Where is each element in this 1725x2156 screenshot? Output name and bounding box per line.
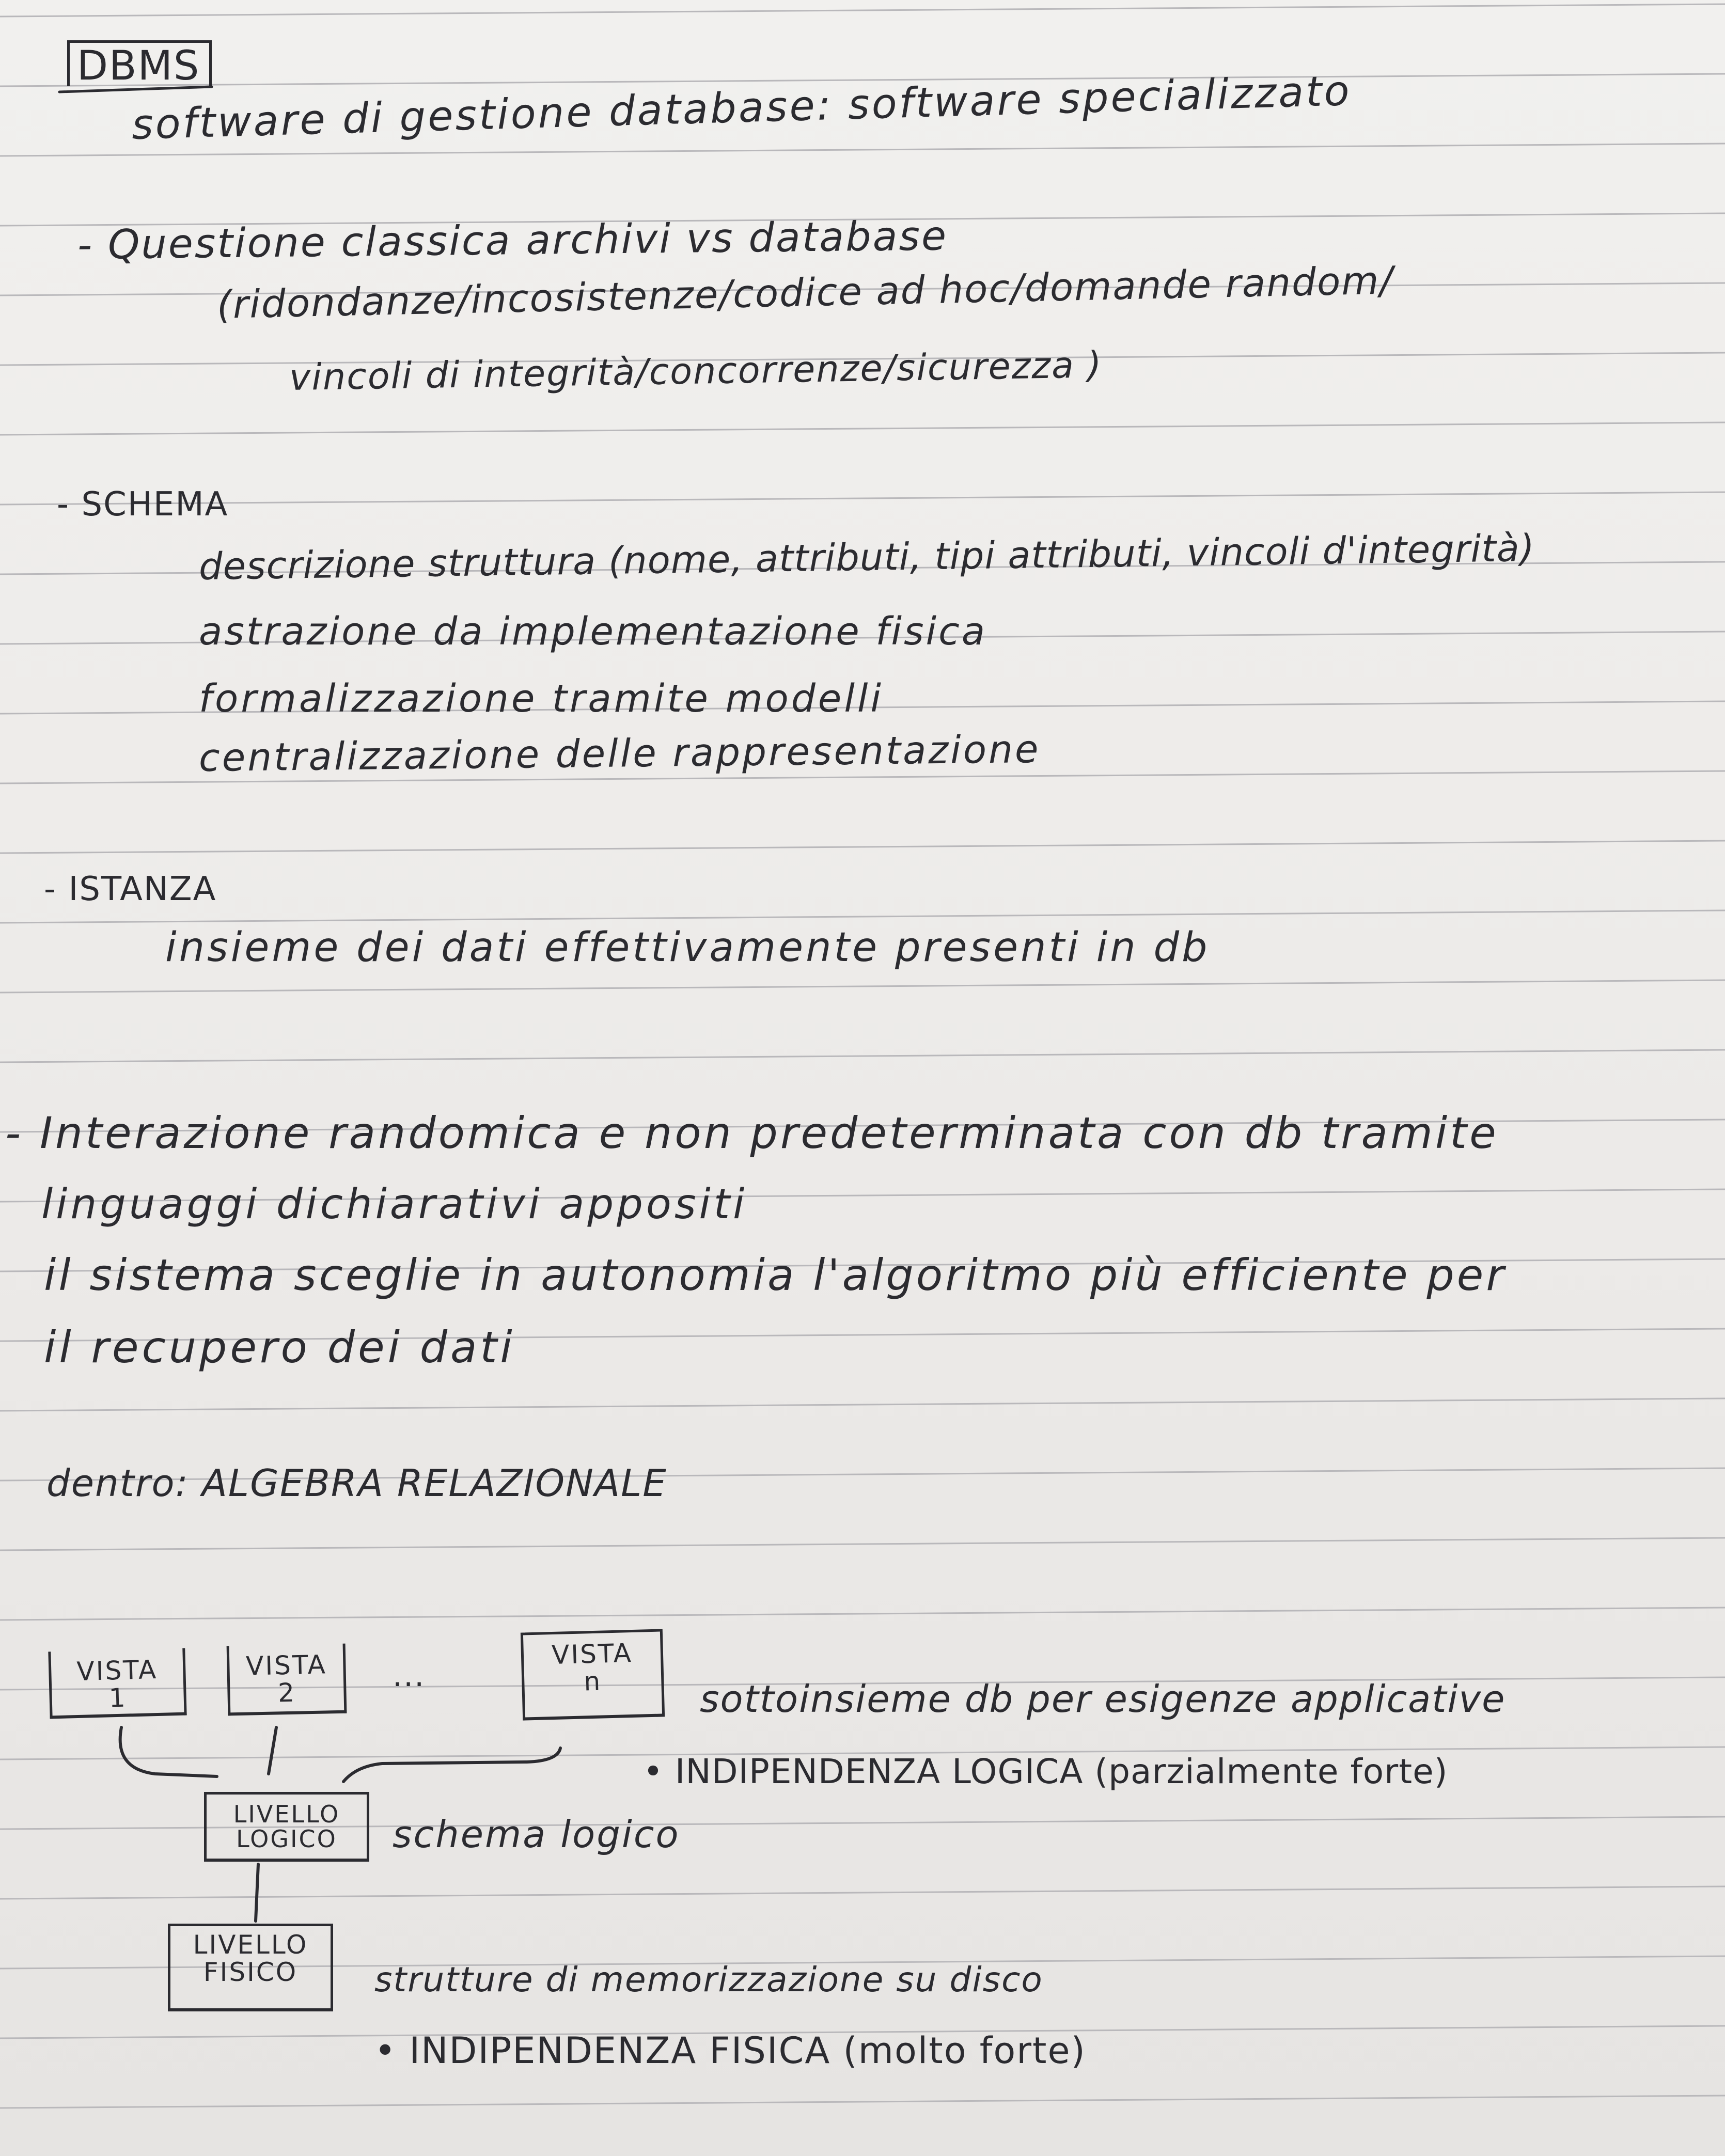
logical-level-box: LIVELLO LOGICO (204, 1792, 369, 1862)
ruled-line (0, 1049, 1725, 1063)
views-ellipsis: ... (393, 1658, 426, 1694)
ruled-line (0, 1537, 1725, 1551)
interazione-line-2: linguaggi dichiarativi appositi (41, 1180, 748, 1228)
views-description: sottoinsieme db per esigenze applicative (700, 1677, 1506, 1721)
ruled-line (0, 73, 1725, 87)
interazione-line-4: il recupero dei dati (44, 1322, 515, 1373)
view-n-box: VISTA n (520, 1629, 665, 1721)
ruled-line (0, 421, 1725, 436)
logical-level-description: schema logico (393, 1813, 680, 1856)
page-title: DBMS (67, 40, 212, 86)
ruled-line (0, 840, 1725, 854)
logical-independence: • INDIPENDENZA LOGICA (parzialmente fort… (643, 1752, 1448, 1791)
ruled-line (0, 282, 1725, 296)
schema-line-3: formalizzazione tramite modelli (199, 676, 884, 721)
ruled-line (0, 979, 1725, 994)
ruled-line (0, 631, 1725, 645)
physical-level-box: LIVELLO FISICO (168, 1924, 333, 2011)
view-n-number: n (583, 1666, 602, 1696)
ruled-line (0, 1467, 1725, 1482)
schema-line-2: astrazione da implementazione fisica (199, 609, 987, 654)
ruled-line (0, 700, 1725, 715)
ruled-line (0, 770, 1725, 784)
view-1-box: VISTA 1 (48, 1648, 187, 1719)
physical-level-label: LIVELLO (193, 1930, 308, 1960)
ruled-line (0, 1885, 1725, 1900)
physical-independence: • INDIPENDENZA FISICA (molto forte) (374, 2029, 1086, 2072)
view-2-box: VISTA 2 (226, 1643, 347, 1716)
logical-level-name: LOGICO (236, 1825, 337, 1853)
ruled-line (0, 1397, 1725, 1412)
ruled-line (0, 1119, 1725, 1133)
ruled-line (0, 212, 1725, 227)
view-2-label: VISTA (245, 1649, 327, 1681)
physical-level-name: FISICO (203, 1957, 298, 1987)
ruled-line (0, 2025, 1725, 2039)
view-n-label: VISTA (551, 1638, 633, 1671)
ruled-line (0, 1816, 1725, 1830)
heading-archivi: - Questione classica archivi vs database (77, 213, 948, 269)
ruled-line (0, 1258, 1725, 1272)
istanza-line-1: insieme dei dati effettivamente presenti… (165, 924, 1210, 971)
ruled-line (0, 1955, 1725, 1970)
ruled-line (0, 1676, 1725, 1691)
schema-line-4: centralizzazione delle rappresentazione (198, 727, 1041, 780)
physical-level-description: strutture di memorizzazione su disco (374, 1960, 1043, 2000)
interazione-line-1: - Interazione randomica e non predetermi… (5, 1108, 1499, 1158)
view-2-number: 2 (277, 1677, 296, 1708)
logical-level-label: LIVELLO (233, 1800, 340, 1828)
heading-istanza: - ISTANZA (44, 870, 217, 908)
ruled-line (0, 352, 1725, 366)
ruled-line (0, 1188, 1725, 1203)
ruled-line (0, 909, 1725, 924)
ruled-line (0, 561, 1725, 575)
interazione-line-3: il sistema sceglie in autonomia l'algori… (44, 1250, 1507, 1300)
heading-schema: - SCHEMA (57, 485, 229, 524)
ruled-line (0, 2095, 1725, 2109)
ruled-line (0, 143, 1725, 157)
ruled-line (0, 3, 1725, 18)
inside-note: dentro: ALGEBRA RELAZIONALE (46, 1461, 667, 1505)
view-1-number: 1 (108, 1682, 128, 1713)
ruled-line (0, 1328, 1725, 1342)
ruled-line (0, 491, 1725, 506)
view-1-label: VISTA (76, 1654, 158, 1687)
ruled-line (0, 1746, 1725, 1760)
ruled-line (0, 1607, 1725, 1621)
